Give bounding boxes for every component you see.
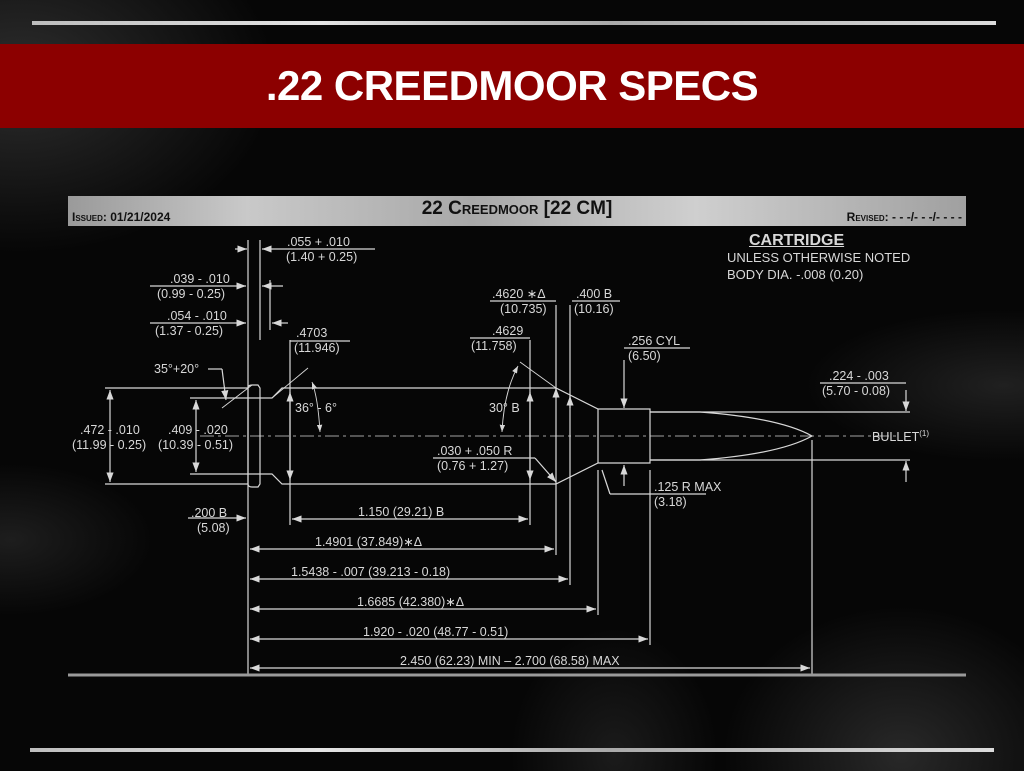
dim-rim-bevel: 35°+20° xyxy=(154,362,199,376)
dim-neck-radius-in: .125 R MAX xyxy=(654,480,722,494)
dim-rebate-mm: (0.99 - 0.25) xyxy=(157,287,225,301)
legend-line-2: BODY DIA. -.008 (0.20) xyxy=(727,267,864,282)
dim-neck-dia-mm: (6.50) xyxy=(628,349,661,363)
legend-heading: CARTRIDGE xyxy=(749,232,845,249)
legend-line-1: UNLESS OTHERWISE NOTED xyxy=(727,250,911,265)
issued-field: Issued: 01/21/2024 xyxy=(72,210,170,224)
dim-rim-thickness-in: .055 + .010 xyxy=(287,235,350,249)
dim-head-in: .200 B xyxy=(191,506,227,520)
bullet-outline xyxy=(650,411,814,461)
dim-rim-dia-in: .472 - .010 xyxy=(80,423,140,437)
top-divider xyxy=(32,21,996,25)
dim-shoulder-angle: 30° B xyxy=(489,401,520,415)
dim-bullet-dia-mm: (5.70 - 0.08) xyxy=(822,384,890,398)
dim-len-shoulder-a: 1.4901 (37.849)∗Δ xyxy=(315,535,422,549)
case-outline xyxy=(260,387,651,485)
dim-neck-start-mm: (10.16) xyxy=(574,302,614,316)
slide-title: .22 CREEDMOOR SPECS xyxy=(265,62,759,109)
dim-shoulder-radius-in: .030 + .050 R xyxy=(437,444,512,458)
bottom-divider xyxy=(30,748,994,752)
issued-date: 01/21/2024 xyxy=(110,210,171,224)
issued-label: Issued: xyxy=(72,210,107,224)
dim-groove-angle: 36° - 6° xyxy=(295,401,337,415)
dim-rebate-in: .039 - .010 xyxy=(170,272,230,286)
dim-groove-dia-mm: (10.39 - 0.51) xyxy=(158,438,233,452)
dim-shoulder-a-in: .4620 ∗Δ xyxy=(492,287,546,301)
dim-len-case: 1.920 - .020 (48.77 - 0.51) xyxy=(363,625,508,639)
dim-groove-mm: (1.37 - 0.25) xyxy=(155,324,223,338)
title-band: .22 CREEDMOOR SPECS xyxy=(0,44,1024,128)
cartridge-name: 22 Creedmoor [22 CM] xyxy=(421,198,613,219)
dim-neck-dia-in: .256 CYL xyxy=(628,334,680,348)
dim-rim-dia-mm: (11.99 - 0.25) xyxy=(72,438,146,452)
dim-shoulder-radius-mm: (0.76 + 1.27) xyxy=(437,459,508,473)
revised-date: - - -/- - -/- - - - xyxy=(892,210,962,224)
dim-groove-dia-in: .409 - .020 xyxy=(168,423,228,437)
drawing-legend: CARTRIDGE UNLESS OTHERWISE NOTED BODY DI… xyxy=(727,232,910,283)
dim-len-body: 1.150 (29.21) B xyxy=(358,505,444,519)
bullet-label: BULLET(1) xyxy=(872,429,929,444)
dim-head-mm: (5.08) xyxy=(197,521,230,535)
dim-len-neck: 1.6685 (42.380)∗Δ xyxy=(357,595,464,609)
dim-shoulder-b-mm: (11.758) xyxy=(471,339,517,353)
dim-base-dia-in: .4703 xyxy=(296,326,327,340)
dim-neck-start-in: .400 B xyxy=(576,287,612,301)
dim-groove-in: .054 - .010 xyxy=(167,309,227,323)
dim-base-dia-mm: (11.946) xyxy=(294,341,340,355)
dim-len-shoulder-b: 1.5438 - .007 (39.213 - 0.18) xyxy=(291,565,450,579)
dim-shoulder-a-mm: (10.735) xyxy=(500,302,547,316)
dim-shoulder-b-in: .4629 xyxy=(492,324,523,338)
dim-neck-radius-mm: (3.18) xyxy=(654,495,687,509)
dim-len-overall: 2.450 (62.23) MIN – 2.700 (68.58) MAX xyxy=(400,654,620,668)
dim-rim-thickness-mm: (1.40 + 0.25) xyxy=(286,250,357,264)
spec-sheet-header: Issued: 01/21/2024 22 Creedmoor [22 CM] … xyxy=(68,196,966,226)
revised-field: Revised: - - -/- - -/- - - - xyxy=(847,210,962,224)
dim-bullet-dia-in: .224 - .003 xyxy=(829,369,889,383)
revised-label: Revised: xyxy=(846,210,889,224)
